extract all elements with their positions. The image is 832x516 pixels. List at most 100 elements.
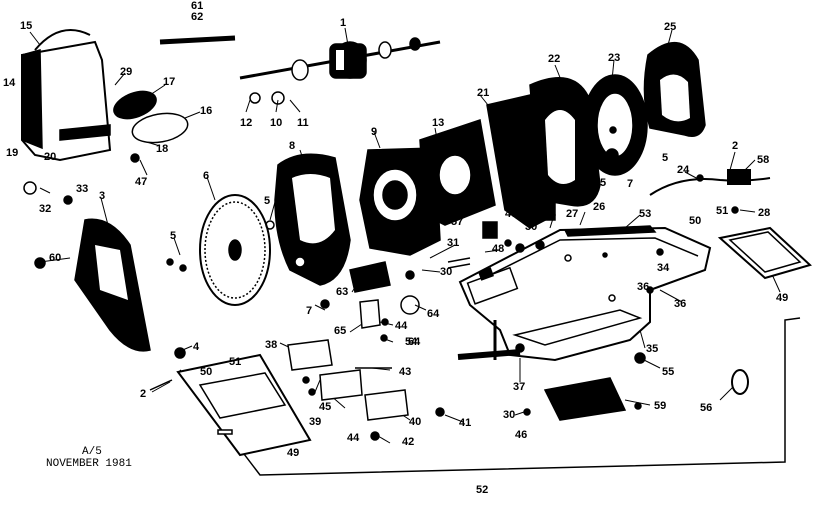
revision-note-line1: A/5 <box>82 446 102 458</box>
part-label: 30 <box>525 221 538 233</box>
part-label: 16 <box>200 105 213 117</box>
part-label: 7 <box>627 178 634 190</box>
small-hardware <box>23 91 739 441</box>
part-label: 51 <box>229 356 242 368</box>
tool-rest-plate-right <box>717 226 812 280</box>
part-label: 6 <box>203 170 210 182</box>
revision-note-line2: NOVEMBER 1981 <box>46 458 132 470</box>
part-label: 40 <box>409 416 422 428</box>
part-label: 8 <box>289 140 296 152</box>
part-label: 63 <box>336 286 349 298</box>
part-label: 48 <box>492 243 505 255</box>
motor-housing-left <box>274 153 351 286</box>
part-label: 19 <box>6 147 19 159</box>
shield-lens <box>131 112 189 144</box>
part-label: 43 <box>399 366 412 378</box>
part-label: 35 <box>646 343 659 355</box>
part-label: 30 <box>503 409 516 421</box>
part-label: 64 <box>427 308 440 320</box>
part-label: 65 <box>334 325 347 337</box>
left-guard-assembly <box>21 29 112 162</box>
part-label: 17 <box>163 76 176 88</box>
wheel-left <box>199 194 271 306</box>
part-label: 33 <box>76 183 89 195</box>
part-label: 47 <box>135 176 148 188</box>
part-label: 50 <box>689 215 702 227</box>
tool-rest-plate-left <box>176 353 312 457</box>
power-cord <box>649 169 771 196</box>
part-label: 4 <box>193 341 200 353</box>
part-label: 30 <box>440 266 453 278</box>
part-61-62 <box>159 35 236 45</box>
part-label: 2 <box>140 388 147 400</box>
part-label: 5 <box>662 152 669 164</box>
wheel-guard-left <box>74 218 151 352</box>
part-label: 58 <box>757 154 770 166</box>
part-label: 39 <box>309 416 322 428</box>
part-label: 36 <box>637 281 650 293</box>
part-label: 38 <box>265 339 278 351</box>
part-label: 5 <box>170 230 177 242</box>
motor-shaft <box>239 37 441 81</box>
part-38 <box>287 339 333 371</box>
part-label: 21 <box>477 87 490 99</box>
part-label: 28 <box>758 207 771 219</box>
part-label: 41 <box>459 417 472 429</box>
part-63 <box>349 261 391 293</box>
part-label: 5 <box>264 195 271 207</box>
part-label: 25 <box>664 21 677 33</box>
motor-housing-right <box>419 119 496 226</box>
part-label: 52 <box>476 484 489 496</box>
eye-shield <box>113 90 157 120</box>
part-label: 45 <box>319 401 332 413</box>
part-label: 29 <box>120 66 133 78</box>
part-label: 49 <box>287 447 300 459</box>
part-label: 61 <box>191 0 204 12</box>
outer-wheel-guard <box>643 41 706 137</box>
part-label: 62 <box>191 11 204 23</box>
part-59 <box>543 377 627 421</box>
part-label: 13 <box>432 117 445 129</box>
part-57 <box>482 221 498 239</box>
part-label: 1 <box>340 17 347 29</box>
part-56 <box>731 369 749 395</box>
part-label: 7 <box>306 305 313 317</box>
part-label: 34 <box>657 262 670 274</box>
part-label: 50 <box>200 366 213 378</box>
part-label: 55 <box>662 366 675 378</box>
part-label: 5 <box>600 177 607 189</box>
part-label: 37 <box>513 381 526 393</box>
part-label: 23 <box>608 52 621 64</box>
part-label: 14 <box>3 77 16 89</box>
part-label: 31 <box>447 237 460 249</box>
end-bell <box>486 94 556 229</box>
part-label: 59 <box>654 400 667 412</box>
part-label: 60 <box>49 252 62 264</box>
grinder-base <box>457 225 712 362</box>
part-label: 24 <box>677 164 690 176</box>
part-label: 57 <box>451 216 464 228</box>
part-label: 12 <box>240 117 253 129</box>
part-label: 2 <box>732 140 739 152</box>
part-40 <box>364 389 409 421</box>
part-label: 22 <box>548 53 561 65</box>
part-label: 42 <box>402 436 415 448</box>
wheel-guard-right <box>529 77 601 207</box>
part-39 <box>319 369 363 401</box>
part-label: 20 <box>44 151 57 163</box>
part-label: 46 <box>515 429 528 441</box>
part-label: 44 <box>347 432 360 444</box>
part-label: 15 <box>20 20 33 32</box>
part-label: 32 <box>39 203 52 215</box>
part-label: 26 <box>593 201 606 213</box>
part-label: 9 <box>371 126 378 138</box>
part-label: 3 <box>99 190 106 202</box>
part-label: 11 <box>297 117 309 129</box>
part-label: 47 <box>505 208 518 220</box>
part-label: 36 <box>674 298 687 310</box>
part-label: 10 <box>270 117 283 129</box>
grinding-wheel <box>582 74 648 176</box>
part-label: 56 <box>700 402 713 414</box>
part-label: 18 <box>156 143 169 155</box>
